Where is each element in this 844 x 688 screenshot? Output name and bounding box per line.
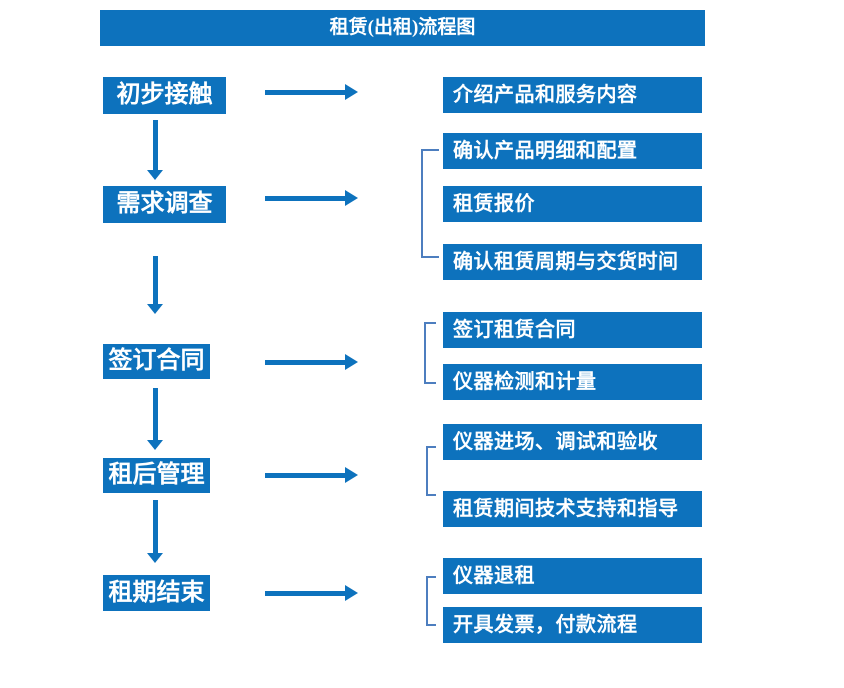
right-arrow-2-icon [265, 190, 358, 206]
flowchart-title: 租赁(出租)流程图 [100, 10, 705, 46]
output-box-rental-quotation: 租赁报价 [443, 186, 702, 222]
right-arrow-5-icon [265, 585, 358, 601]
output-box-technical-support: 租赁期间技术支持和指导 [443, 491, 702, 527]
right-arrow-1-icon [265, 84, 358, 100]
output-box-instrument-return: 仪器退租 [443, 558, 702, 594]
output-box-confirm-rental-period: 确认租赁周期与交货时间 [443, 244, 702, 280]
bracket-post-rental-group-icon [426, 446, 436, 496]
step-box-rental-end: 租期结束 [103, 575, 210, 611]
output-box-introduce-products: 介绍产品和服务内容 [443, 77, 702, 113]
bracket-rental-end-group-icon [426, 576, 436, 626]
output-box-sign-rental-contract: 签订租赁合同 [443, 312, 702, 348]
right-arrow-4-icon [265, 467, 358, 483]
output-box-instrument-testing: 仪器检测和计量 [443, 364, 702, 400]
step-box-sign-contract: 签订合同 [103, 344, 210, 379]
step-box-post-rental-management: 租后管理 [103, 458, 210, 493]
right-arrow-3-icon [265, 354, 358, 370]
down-arrow-2-icon [147, 256, 163, 314]
step-box-demand-survey: 需求调查 [103, 186, 226, 223]
output-box-instrument-setup: 仪器进场、调试和验收 [443, 424, 702, 460]
output-box-confirm-product-details: 确认产品明细和配置 [443, 133, 702, 169]
down-arrow-3-icon [147, 388, 163, 450]
bracket-demand-survey-group-icon [421, 149, 439, 258]
down-arrow-1-icon [147, 120, 163, 180]
down-arrow-4-icon [147, 500, 163, 563]
output-box-invoice-payment: 开具发票，付款流程 [443, 607, 702, 643]
step-box-initial-contact: 初步接触 [103, 77, 226, 114]
bracket-sign-contract-group-icon [424, 322, 436, 384]
